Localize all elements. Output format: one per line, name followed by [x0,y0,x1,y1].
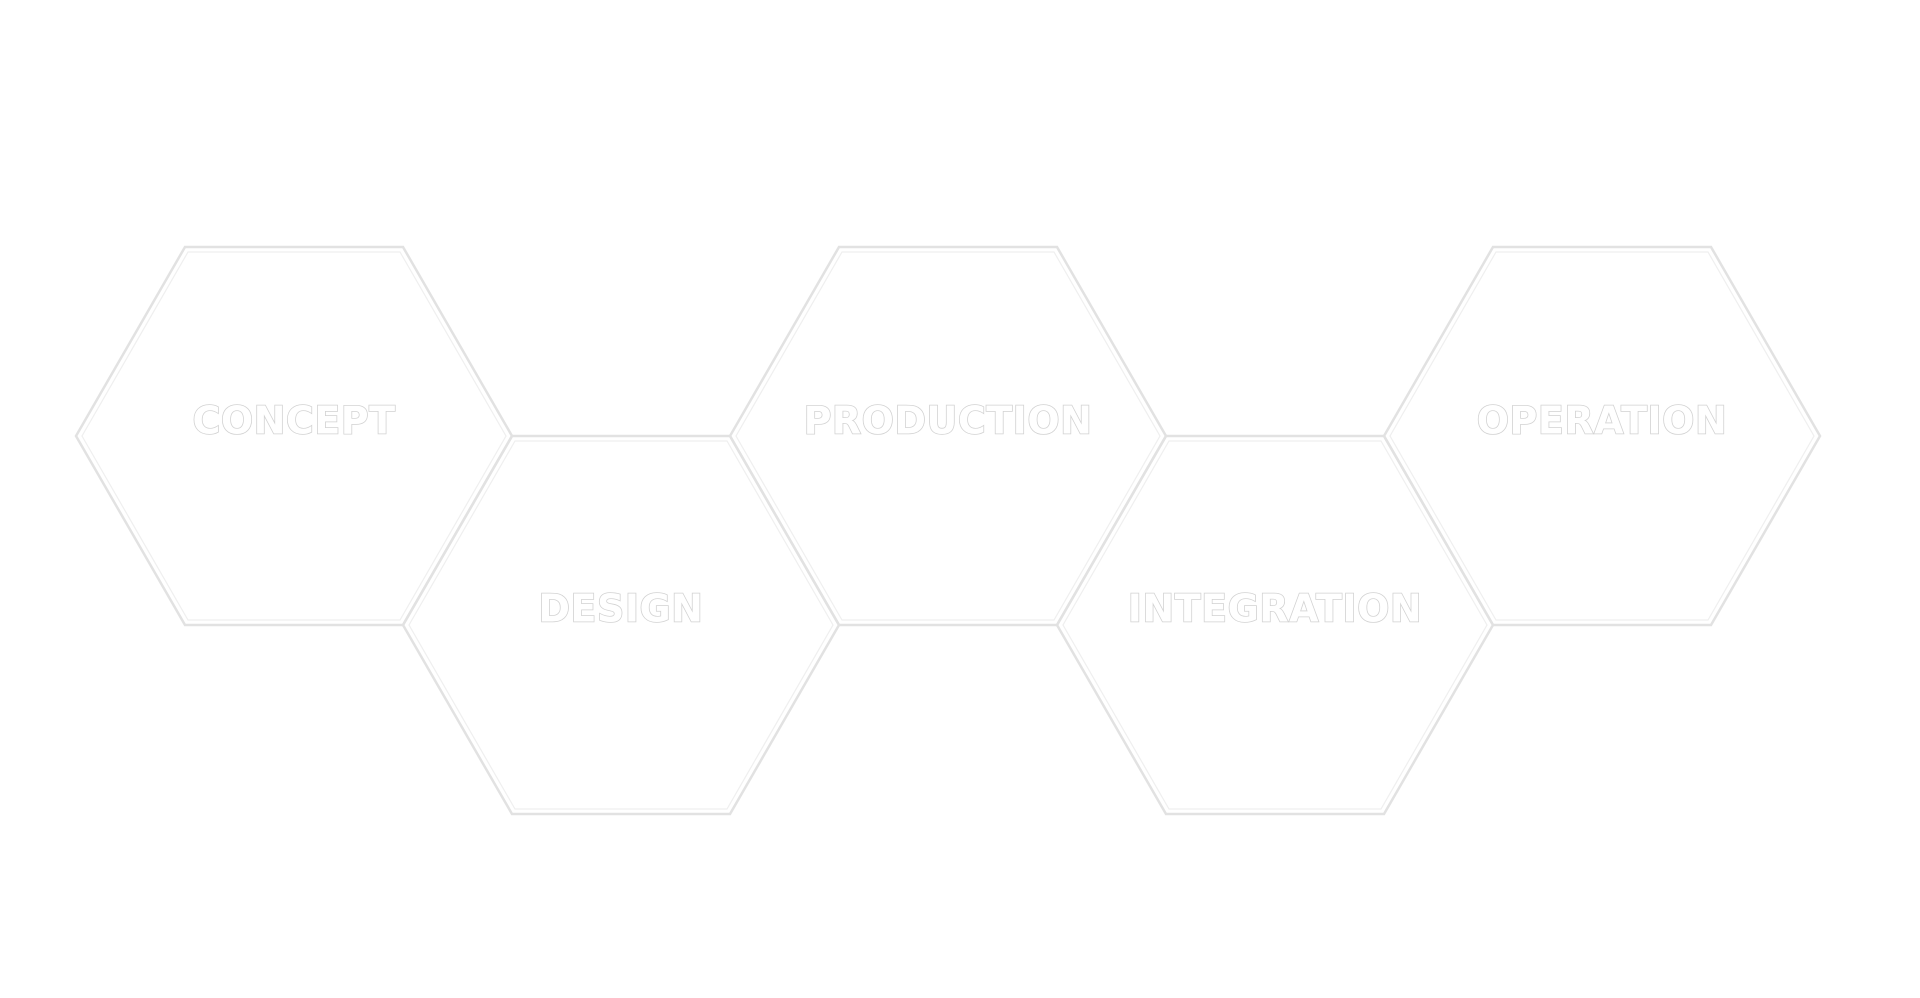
hexagon-operation-inner [1389,251,1815,621]
stage-label-production: PRODUCTION [804,399,1093,443]
stage-operation: OPERATION [1382,245,1822,627]
hexagon-operation [1382,245,1822,627]
hexagon-production-inner [735,251,1161,621]
stage-design: DESIGN [401,434,841,816]
stage-production: PRODUCTION [728,245,1168,627]
hexagon-design-inner [408,440,834,810]
hexagon-integration-inner [1062,440,1488,810]
stage-label-integration: INTEGRATION [1128,587,1422,631]
stage-label-concept: CONCEPT [192,399,395,443]
stage-label-operation: OPERATION [1477,399,1728,443]
hexagon-concept-inner [81,251,507,621]
stage-integration: INTEGRATION [1055,434,1495,816]
stage-concept: CONCEPT [74,245,514,627]
stage-label-design: DESIGN [538,587,703,631]
